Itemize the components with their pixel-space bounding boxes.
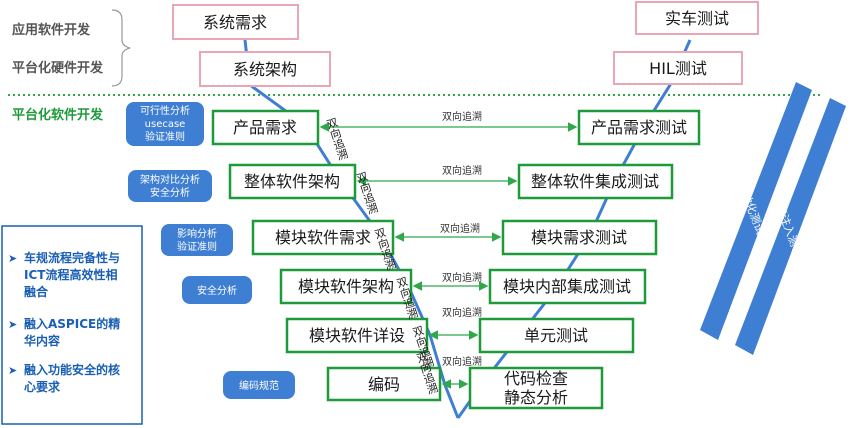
pill-coding-std: 编码规范 (223, 371, 295, 399)
svg-text:模块需求测试: 模块需求测试 (531, 228, 627, 247)
left-panel-item-3: ➤ 融入功能安全的核 心要求 (8, 362, 120, 394)
svg-text:可行性分析: 可行性分析 (140, 104, 190, 117)
svg-text:➤: ➤ (8, 318, 17, 331)
svg-text:安全分析: 安全分析 (150, 186, 190, 199)
box-sys-arch: 系统架构 (199, 51, 331, 87)
svg-text:代码检查: 代码检查 (504, 369, 568, 388)
svg-text:模块内部集成测试: 模块内部集成测试 (503, 277, 631, 296)
box-module-sw-req: 模块软件需求 (251, 219, 395, 256)
svg-text:整体软件集成测试: 整体软件集成测试 (531, 172, 659, 191)
svg-text:影响分析: 影响分析 (177, 227, 217, 240)
left-panel-item-2: ➤ 融入ASPICE的精 华内容 (8, 316, 120, 348)
svg-text:单元测试: 单元测试 (524, 326, 588, 345)
svg-text:双向追溯: 双向追溯 (440, 222, 480, 235)
svg-text:usecase: usecase (145, 119, 186, 130)
svg-text:编码规范: 编码规范 (239, 379, 279, 392)
pill-safety: 安全分析 (182, 276, 252, 304)
svg-text:华内容: 华内容 (24, 333, 60, 348)
svg-text:➤: ➤ (8, 364, 17, 377)
svg-text:融合: 融合 (24, 284, 49, 299)
box-product-req-test: 产品需求测试 (577, 109, 701, 146)
label-app-dev: 应用软件开发 (12, 22, 91, 38)
box-hil-test: HIL测试 (613, 51, 743, 85)
box-overall-sw-int-test: 整体软件集成测试 (517, 163, 674, 200)
svg-text:车规流程完备性与: 车规流程完备性与 (24, 250, 120, 265)
box-code-check: 代码检查 静态分析 (468, 366, 604, 410)
svg-text:整体软件架构: 整体软件架构 (244, 172, 340, 191)
box-coding: 编码 (326, 366, 442, 402)
trace-arrow-5: 双向追溯 (428, 306, 482, 340)
label-platform-sw: 平台化软件开发 (12, 107, 104, 123)
svg-text:架构对比分析: 架构对比分析 (140, 173, 200, 186)
trace-arrow-4: 双向追溯 (412, 271, 489, 291)
vertical-trace-label-1: 双向追溯 (324, 116, 350, 163)
box-sys-req: 系统需求 (172, 4, 299, 40)
svg-text:产品需求: 产品需求 (233, 118, 297, 137)
label-brace (111, 9, 131, 87)
svg-text:系统架构: 系统架构 (233, 60, 297, 79)
box-module-req-test: 模块需求测试 (501, 219, 658, 256)
svg-text:心要求: 心要求 (24, 379, 61, 394)
trace-arrow-6: 双向追溯 (441, 355, 482, 389)
band-auto-test (700, 82, 812, 340)
svg-text:双向追溯: 双向追溯 (442, 306, 482, 319)
svg-text:模块软件架构: 模块软件架构 (298, 277, 394, 296)
svg-text:ICT流程高效性相: ICT流程高效性相 (24, 267, 117, 282)
svg-text:双向追溯: 双向追溯 (442, 110, 482, 123)
left-panel-item-1: ➤ 车规流程完备性与 ICT流程高效性相 融合 (8, 250, 120, 299)
svg-text:模块软件需求: 模块软件需求 (275, 228, 371, 247)
label-platform-hw: 平台化硬件开发 (12, 60, 104, 76)
box-vehicle-test: 实车测试 (635, 1, 759, 35)
svg-text:HIL测试: HIL测试 (649, 59, 707, 78)
svg-text:实车测试: 实车测试 (665, 9, 729, 28)
svg-text:双向追溯: 双向追溯 (442, 355, 482, 368)
svg-text:➤: ➤ (8, 252, 17, 265)
svg-text:验证准则: 验证准则 (177, 240, 217, 253)
svg-text:融入功能安全的核: 融入功能安全的核 (24, 362, 120, 377)
box-overall-sw-arch: 整体软件架构 (228, 163, 357, 200)
trace-arrow-1: 双向追溯 (319, 110, 578, 132)
vertical-trace-label-2: 双向追溯 (354, 170, 380, 217)
svg-text:编码: 编码 (368, 375, 400, 394)
box-module-sw-detail: 模块软件详设 (285, 317, 429, 354)
svg-text:产品需求测试: 产品需求测试 (591, 118, 687, 137)
svg-text:静态分析: 静态分析 (504, 388, 568, 407)
pill-feasibility: 可行性分析 usecase 验证准则 (126, 102, 204, 146)
svg-text:融入ASPICE的精: 融入ASPICE的精 (24, 316, 120, 331)
band-fault-inject (735, 98, 846, 355)
box-module-sw-arch: 模块软件架构 (279, 268, 413, 305)
svg-text:模块软件详设: 模块软件详设 (309, 326, 405, 345)
svg-text:系统需求: 系统需求 (203, 13, 267, 32)
trace-arrow-3: 双向追溯 (394, 222, 502, 242)
svg-text:双向追溯: 双向追溯 (442, 164, 482, 177)
left-panel: ➤ 车规流程完备性与 ICT流程高效性相 融合 ➤ 融入ASPICE的精 华内容… (1, 225, 143, 425)
box-module-int-test: 模块内部集成测试 (488, 268, 647, 305)
box-product-req: 产品需求 (211, 109, 320, 146)
svg-text:安全分析: 安全分析 (197, 284, 237, 297)
trace-arrow-2: 双向追溯 (356, 164, 518, 186)
box-unit-test: 单元测试 (478, 317, 635, 354)
pill-arch-compare: 架构对比分析 安全分析 (128, 170, 212, 202)
svg-text:验证准则: 验证准则 (145, 130, 185, 143)
pill-impact: 影响分析 验证准则 (161, 224, 233, 256)
svg-text:双向追溯: 双向追溯 (442, 271, 482, 284)
